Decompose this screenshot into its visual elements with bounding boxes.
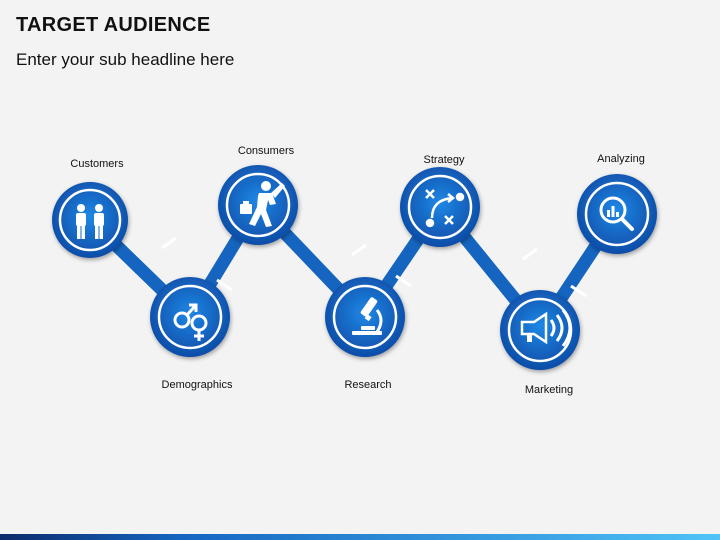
page-title: TARGET AUDIENCE [16,14,211,36]
footer-gradient-bar [0,534,720,540]
step-node-marketing [500,290,580,370]
strategy-icon [425,189,465,228]
step-label-marketing: Marketing [524,384,574,396]
step-node-strategy [400,167,480,247]
step-label-consumers: Consumers [237,145,295,157]
megaphone-icon [520,309,572,347]
magnifier-chart-icon [599,196,634,231]
people-icon [76,204,104,239]
step-label-analyzing: Analyzing [597,153,645,165]
businessman-icon [240,181,285,227]
step-node-research [325,277,405,357]
step-node-demographics [150,277,230,357]
step-label-strategy: Strategy [423,154,465,166]
gender-icon [173,303,208,341]
microscope-icon [352,297,383,335]
step-label-demographics: Demographics [161,379,233,391]
step-label-customers: Customers [70,158,124,170]
step-label-research: Research [344,379,392,391]
page-subtitle: Enter your sub headline here [16,50,235,69]
step-node-customers [52,182,128,258]
